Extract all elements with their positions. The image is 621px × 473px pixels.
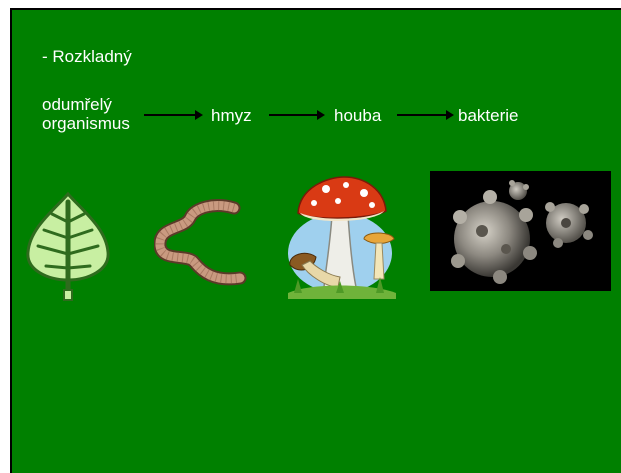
- arrow-2: [269, 114, 323, 116]
- chain-step-bakterie: bakterie: [458, 106, 518, 125]
- slide: - Rozkladný odumřelý organismus hmyz hou…: [10, 8, 621, 473]
- chain-step-houba: houba: [334, 106, 381, 125]
- arrow-3: [397, 114, 452, 116]
- chain-start-line2: organismus: [42, 114, 130, 133]
- earthworm-icon: [154, 198, 252, 288]
- chain-step-hmyz: hmyz: [211, 106, 252, 125]
- bacteria-image: [430, 171, 611, 291]
- leaf-icon: [26, 190, 110, 302]
- chain-start-line1: odumřelý: [42, 95, 112, 114]
- mushroom-icon: [280, 175, 402, 300]
- arrow-1: [144, 114, 201, 116]
- slide-heading: - Rozkladný: [42, 47, 132, 66]
